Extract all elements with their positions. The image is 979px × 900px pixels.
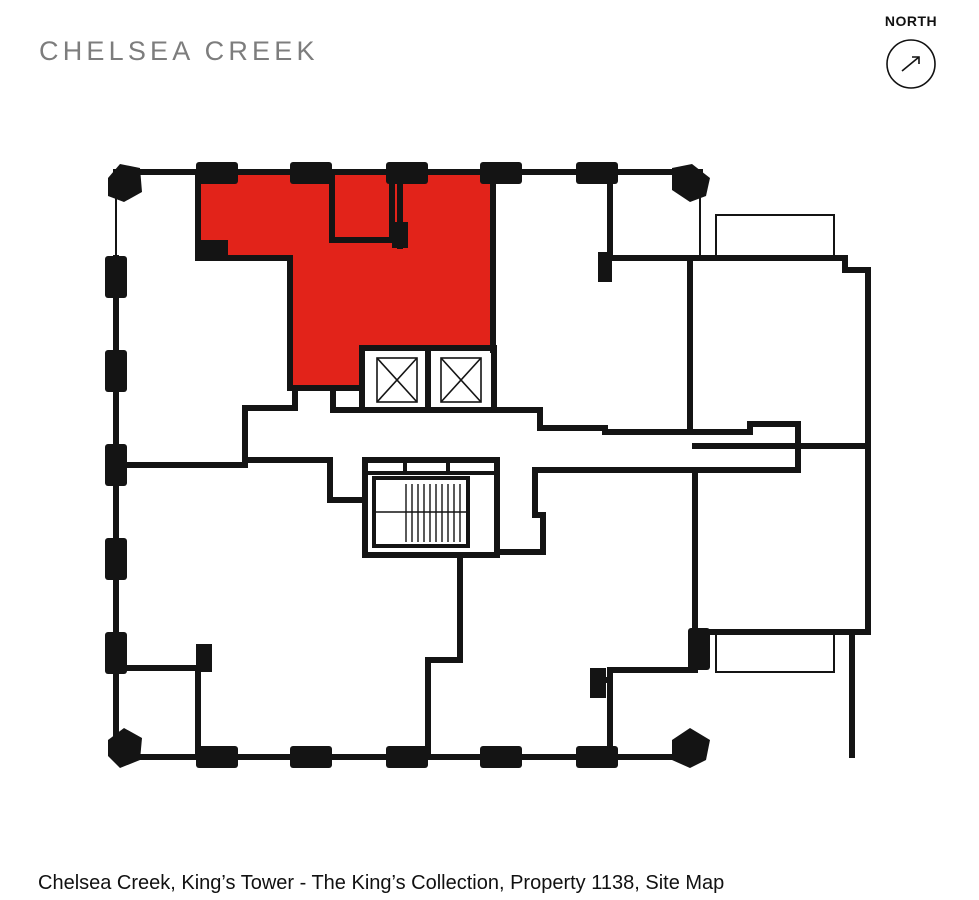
page-caption: Chelsea Creek, King’s Tower - The King’s…	[38, 872, 725, 894]
walls	[113, 169, 871, 760]
logo-panel	[10, 10, 380, 98]
highlighted-unit[interactable]	[198, 172, 493, 388]
stair-icon	[374, 484, 468, 542]
structural-columns	[105, 162, 710, 768]
brand-logo: CHELSEA CREEK	[39, 36, 319, 66]
north-label: NORTH	[884, 13, 938, 29]
north-arrow-icon	[886, 39, 936, 89]
lift-icon	[440, 357, 482, 403]
lift-icons	[376, 357, 482, 403]
lift-icon	[376, 357, 418, 403]
